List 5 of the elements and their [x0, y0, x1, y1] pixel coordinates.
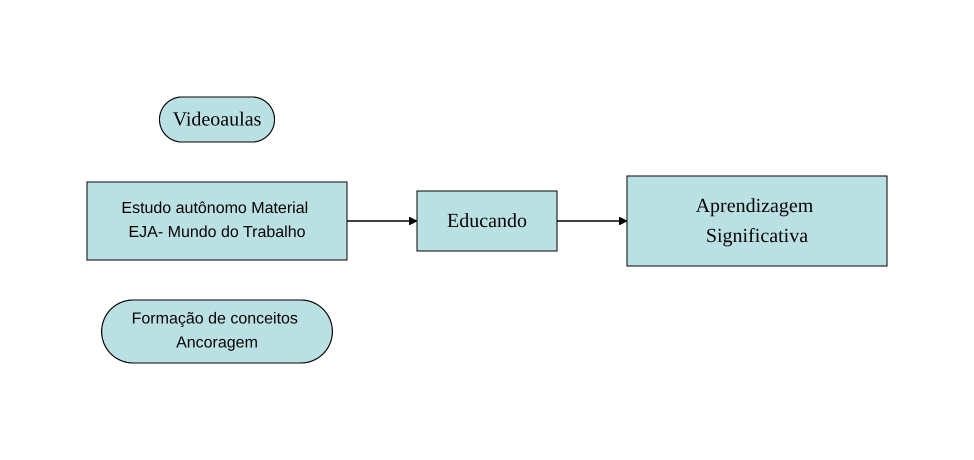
node-box: Aprendizagem Significativa [626, 176, 888, 266]
node-box: Educando [416, 190, 558, 252]
node-box: Estudo autônomo Material EJA- Mundo do Trabalho [86, 182, 348, 260]
arrow [556, 216, 628, 226]
arrow [347, 216, 418, 226]
